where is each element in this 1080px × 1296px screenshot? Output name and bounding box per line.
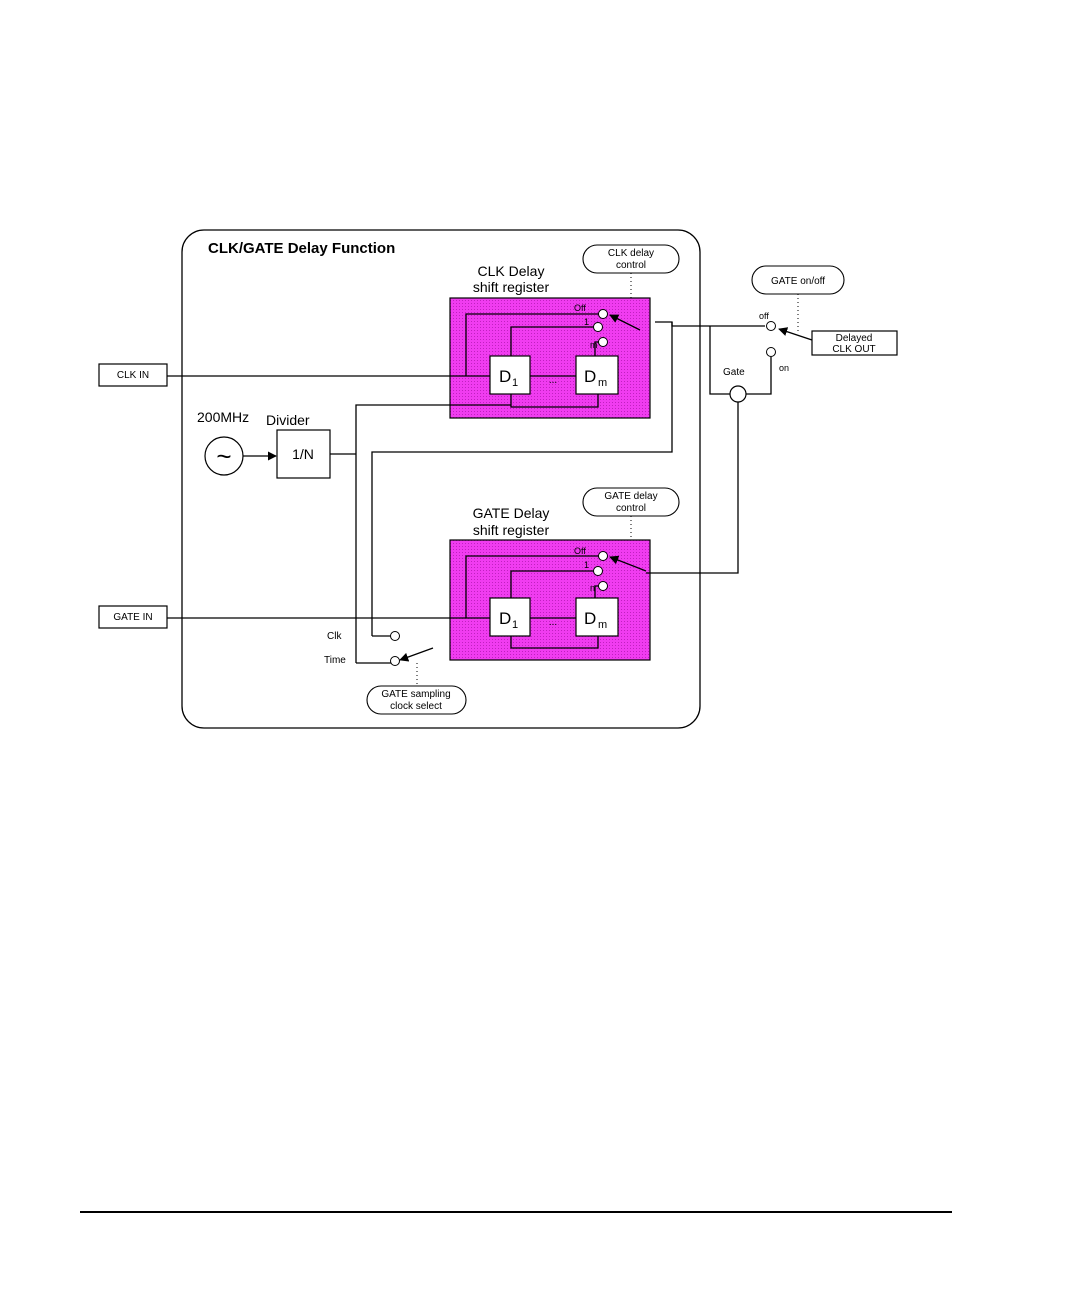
clk-delay-control-label: CLK delay (608, 248, 654, 259)
gate-cell-dm-label: D (584, 609, 596, 628)
function-title: CLK/GATE Delay Function (208, 240, 395, 257)
clk-cell-d1-sub: 1 (512, 377, 518, 389)
delayed-clk-out-label-2: CLK OUT (832, 344, 875, 355)
clk-in-label: CLK IN (117, 370, 149, 381)
gate-cell-d1-sub: 1 (512, 619, 518, 631)
divider-title: Divider (266, 412, 310, 428)
clk-cell-dm (576, 356, 618, 394)
clk-tap-1: 1 (584, 317, 589, 327)
clk-register-title: CLK Delay (478, 263, 545, 279)
gate-in-label: GATE IN (113, 612, 152, 623)
clk-cell-d1-label: D (499, 367, 511, 386)
clk-tap-off: Off (574, 303, 586, 313)
clk-cell-dm-label: D (584, 367, 596, 386)
gate-node-label: Gate (723, 367, 745, 378)
gate-and-node (730, 386, 746, 402)
gate-tap-1: 1 (584, 560, 589, 570)
on-label: on (779, 363, 789, 373)
output-selector-arrow (779, 329, 815, 341)
gate-cell-dm-sub: m (598, 619, 607, 631)
clk-shift-register (450, 298, 650, 418)
clk-tap-m: m (590, 340, 598, 350)
divider-ratio: 1/N (292, 446, 314, 462)
time-select-label: Time (324, 655, 346, 666)
oscillator-frequency: 200MHz (197, 409, 249, 425)
gate-delay-control-label-2: control (616, 503, 646, 514)
oscillator-tilde: ~ (216, 441, 231, 471)
clk-cell-dm-sub: m (598, 377, 607, 389)
gate-cell-dm (576, 598, 618, 636)
gate-delay-control-label: GATE delay (604, 491, 657, 502)
gate-cell-ellipsis: ... (549, 617, 557, 628)
gate-shift-register (450, 540, 650, 660)
gate-register-subtitle: shift register (473, 522, 550, 538)
clk-delay-control-label-2: control (616, 260, 646, 271)
off-label: off (759, 311, 769, 321)
clk-cell-ellipsis: ... (549, 375, 557, 386)
gate-sampling-label-2: clock select (390, 701, 442, 712)
clk-select-label: Clk (327, 631, 342, 642)
gate-cell-d1-label: D (499, 609, 511, 628)
gate-onoff-label: GATE on/off (771, 276, 825, 287)
delayed-clk-out-label: Delayed (836, 333, 873, 344)
gate-tap-off: Off (574, 546, 586, 556)
gate-register-title: GATE Delay (473, 505, 550, 521)
footer-rule (80, 1211, 952, 1213)
clk-register-subtitle: shift register (473, 279, 550, 295)
gate-sampling-label: GATE sampling (381, 689, 450, 700)
gate-tap-n: n (590, 583, 595, 593)
